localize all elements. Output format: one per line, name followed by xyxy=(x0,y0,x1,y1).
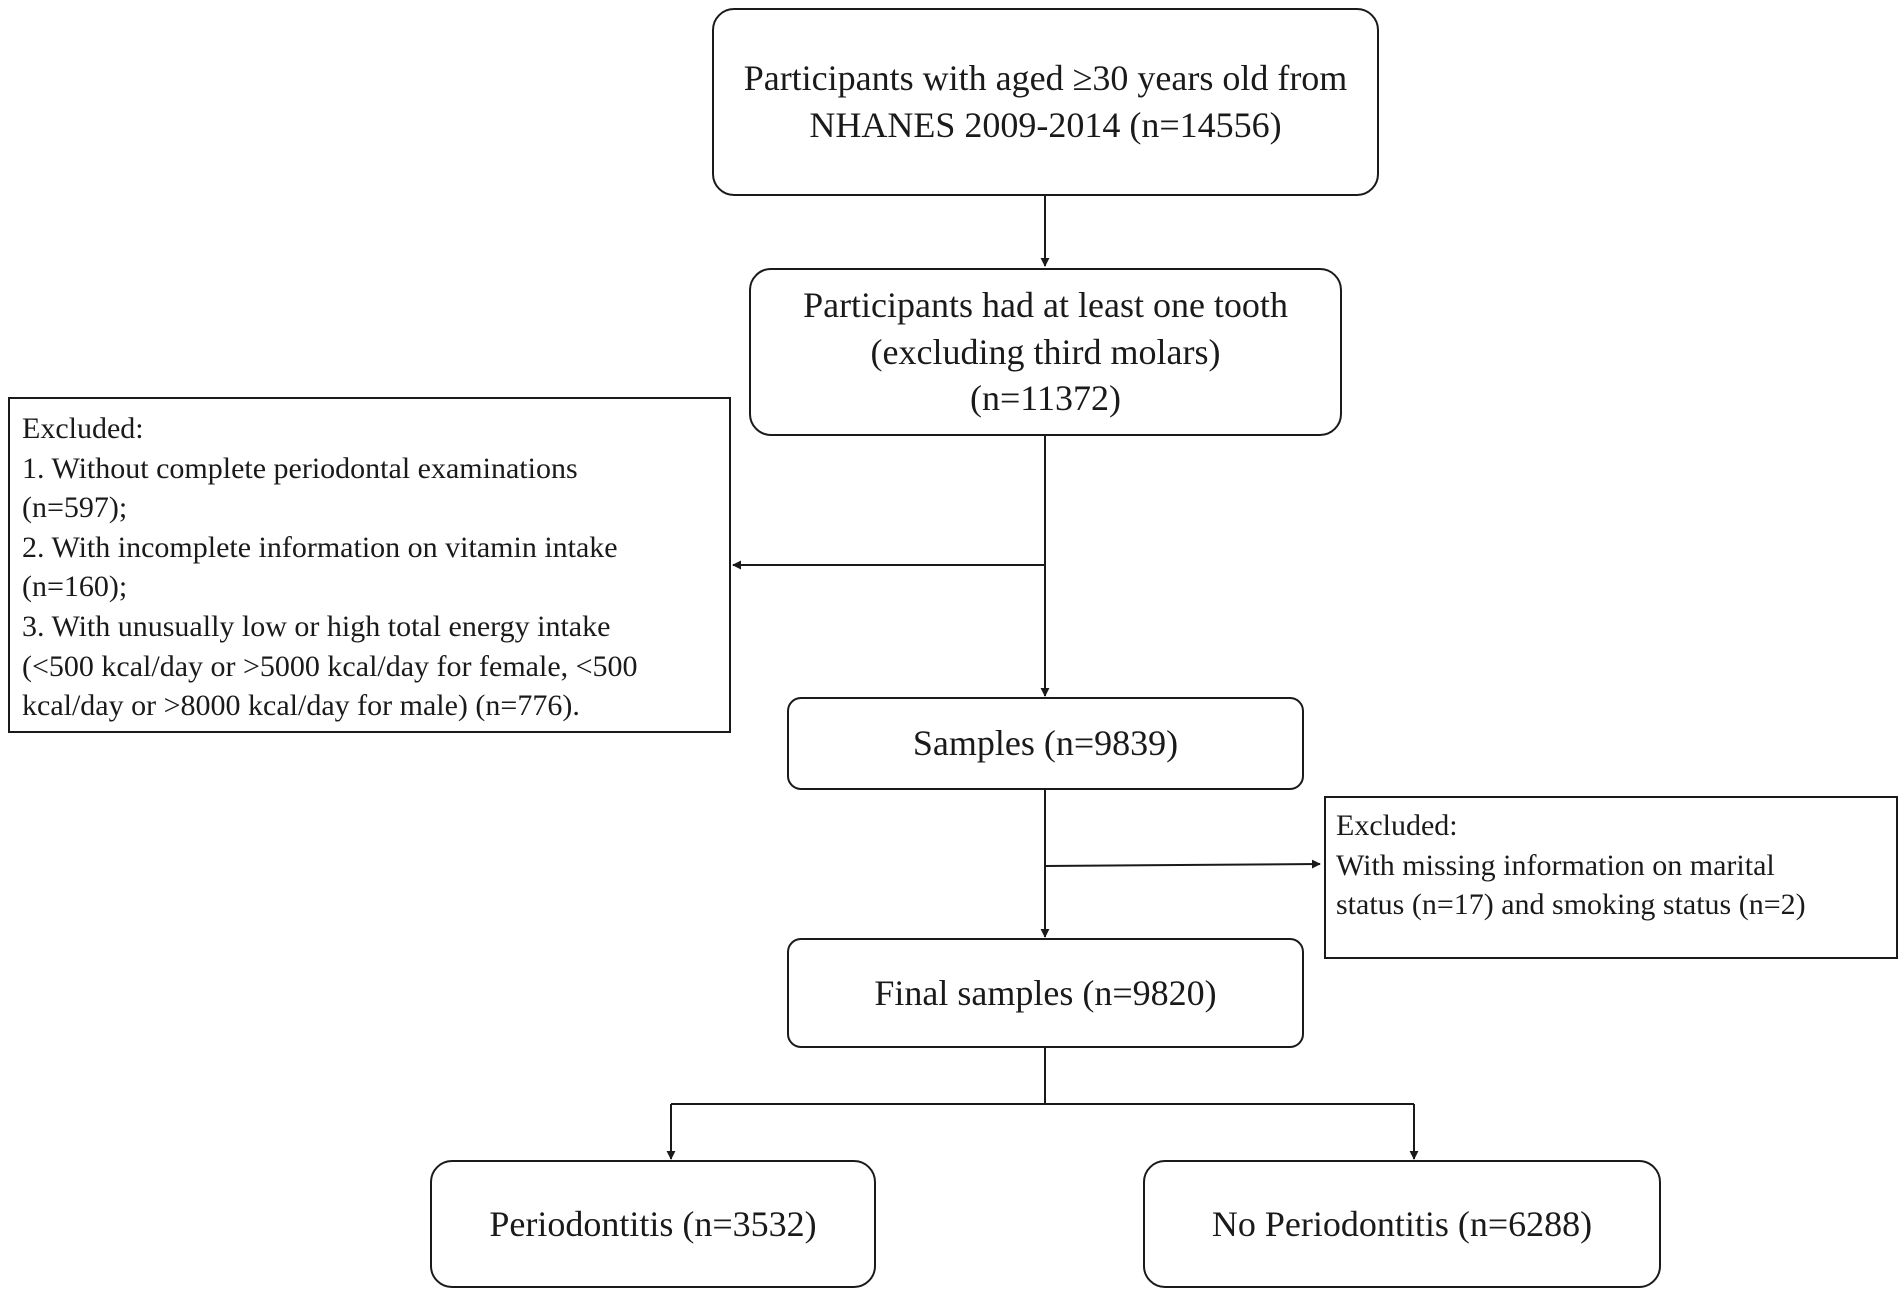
exclusion-first-line-1: Excluded: xyxy=(22,412,144,445)
node-source: Participants with aged ≥30 years old fro… xyxy=(712,8,1379,196)
node-periodontitis: Periodontitis (n=3532) xyxy=(430,1160,876,1288)
edge-samples-to-exclusion-second xyxy=(1044,859,1321,869)
node-samples: Samples (n=9839) xyxy=(787,697,1304,790)
node-teeth-line-1: Participants had at least one tooth xyxy=(803,284,1288,325)
node-teeth-line-2: (excluding third molars) xyxy=(870,331,1221,372)
node-samples-line-1: Samples (n=9839) xyxy=(912,723,1179,764)
exclusion-second-line-3: status (n=17) and smoking status (n=2) xyxy=(1336,888,1806,922)
exclusion-first-line-8: kcal/day or >8000 kcal/day for male) (n=… xyxy=(22,689,580,723)
node-no-periodontitis: No Periodontitis (n=6288) xyxy=(1143,1160,1661,1288)
node-teeth: Participants had at least one tooth (exc… xyxy=(749,268,1342,436)
exclusion-box-first: Excluded: 1. Without complete periodonta… xyxy=(8,397,731,733)
node-teeth-line-3: (n=11372) xyxy=(970,378,1121,419)
exclusion-box-second: Excluded: With missing information on ma… xyxy=(1324,796,1898,959)
exclusion-first-line-5: (n=160); xyxy=(22,570,128,604)
node-no-periodontitis-line-1: No Periodontitis (n=6288) xyxy=(1211,1203,1593,1244)
node-final: Final samples (n=9820) xyxy=(787,938,1304,1048)
exclusion-first-line-7: (<500 kcal/day or >5000 kcal/day for fem… xyxy=(22,649,638,683)
exclusion-first-line-6: 3. With unusually low or high total ener… xyxy=(22,609,611,643)
exclusion-second-line-2: With missing information on marital xyxy=(1336,848,1775,882)
node-final-line-1: Final samples (n=9820) xyxy=(874,972,1217,1013)
node-source-line-1: Participants with aged ≥30 years old fro… xyxy=(743,58,1348,99)
exclusion-first-line-3: (n=597); xyxy=(22,491,128,525)
exclusion-first-line-2: 1. Without complete periodontal examinat… xyxy=(22,451,578,485)
exclusion-first-line-4: 2. With incomplete information on vitami… xyxy=(22,530,618,564)
exclusion-second-line-1: Excluded: xyxy=(1336,809,1458,842)
node-periodontitis-line-1: Periodontitis (n=3532) xyxy=(489,1203,817,1244)
node-source-line-2: NHANES 2009-2014 (n=14556) xyxy=(809,105,1282,145)
